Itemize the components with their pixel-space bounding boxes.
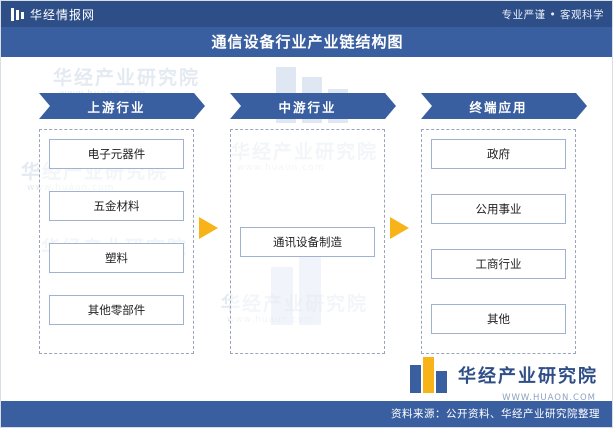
column-body-midstream: 通讯设备制造 [230,129,385,354]
header-slogan: 专业严谨 • 客观科学 [501,8,604,21]
node-item[interactable]: 政府 [431,139,566,169]
node-item[interactable]: 五金材料 [49,191,184,221]
source-note: 资料来源：公开资料、华经产业研究院整理 [391,408,600,420]
bottom-logo: 华经产业研究院 [410,357,598,393]
node-item[interactable]: 电子元器件 [49,139,184,169]
bars-logo-icon [11,7,24,21]
column-header-midstream: 中游行业 [230,93,396,119]
bottom-logo-text: 华经产业研究院 [458,366,598,387]
brand-name: 华经情报网 [30,7,96,22]
watermark-brand: 华经产业研究院 [53,67,201,89]
node-item[interactable]: 其他零部件 [49,295,184,325]
brand: 华经情报网 [11,6,95,23]
node-item[interactable]: 公用事业 [431,194,566,224]
node-item[interactable]: 通讯设备制造 [240,226,375,257]
bottom-logo-url: WWW.HUAON.COM [502,393,596,403]
column-header-upstream: 上游行业 [39,93,205,119]
node-item[interactable]: 其他 [431,304,566,334]
title-band [1,27,612,57]
node-item[interactable]: 塑料 [49,243,184,273]
right-arrow-icon [390,217,412,239]
column-downstream: 终端应用 政府 公用事业 工商行业 其他 [421,93,587,354]
column-body-upstream: 电子元器件 五金材料 塑料 其他零部件 [39,129,194,354]
top-bar: 华经情报网 专业严谨 • 客观科学 [1,1,612,27]
node-item[interactable]: 工商行业 [431,249,566,279]
diagram-content: 上游行业 电子元器件 五金材料 塑料 其他零部件 中游行业 通讯设备制造 终端应… [1,57,612,397]
column-body-downstream: 政府 公用事业 工商行业 其他 [421,129,576,354]
right-arrow-icon [199,217,221,239]
column-upstream: 上游行业 电子元器件 五金材料 塑料 其他零部件 [39,93,205,354]
footer-band [1,401,612,427]
huaon-logo-icon [410,357,450,393]
column-header-downstream: 终端应用 [421,93,587,119]
column-midstream: 中游行业 通讯设备制造 [230,93,396,354]
page-title: 通信设备行业产业链结构图 [211,33,404,51]
